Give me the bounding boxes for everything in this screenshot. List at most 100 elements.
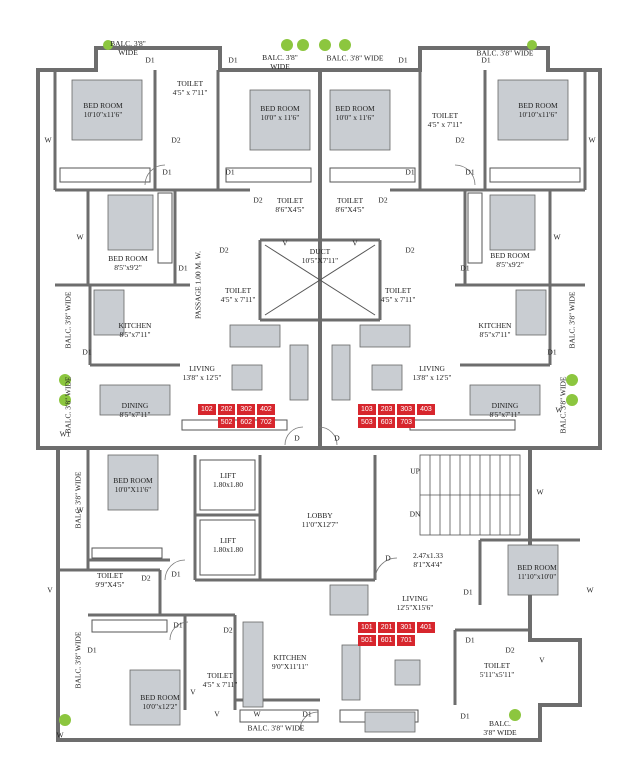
- balcony-name: BALC.: [489, 719, 511, 728]
- door-marker: D1: [145, 55, 155, 65]
- balcony-label: BALC. 3'8" WIDE: [73, 631, 83, 689]
- door-marker: D2: [505, 645, 515, 655]
- door-marker: D1: [87, 645, 97, 655]
- unit-number: 303: [397, 404, 416, 415]
- unit-number: 201: [377, 622, 396, 633]
- unit-number: 402: [257, 404, 275, 415]
- room-dim: 5'11"x5'11": [479, 670, 515, 679]
- inner-walls: [53, 70, 587, 710]
- door-marker: D1: [173, 620, 183, 630]
- balcony-name: BALC. 3'8": [110, 39, 146, 48]
- room-dim: 10'0"x12'2": [142, 702, 178, 711]
- unit-number: 703: [397, 417, 416, 428]
- door-marker: D1: [481, 55, 491, 65]
- window-marker: W: [553, 232, 561, 242]
- window-marker: W: [76, 232, 84, 242]
- door-marker: D1: [547, 347, 557, 357]
- room-name: DINING: [491, 401, 519, 410]
- room-name: BED ROOM: [518, 101, 558, 110]
- unit-number: 503: [358, 417, 376, 428]
- room-name: TOILET: [483, 661, 511, 670]
- room-name: TOILET: [96, 571, 124, 580]
- window-marker: W: [76, 505, 84, 515]
- room-name: BED ROOM: [113, 476, 153, 485]
- room-name: TOILET: [336, 196, 364, 205]
- room-name: DUCT: [309, 247, 331, 256]
- room-dim: 1.80x1.80: [213, 545, 243, 554]
- room-name: TOILET: [176, 79, 204, 88]
- door-marker: D1: [82, 347, 92, 357]
- door-swings: [144, 164, 476, 731]
- unit-spacer: [198, 417, 216, 428]
- room-dim: 1.80x1.80: [213, 480, 243, 489]
- room-dim: 8'5"x7'11": [119, 330, 151, 339]
- balcony-label: BALC. 3'8" WIDE: [63, 291, 73, 349]
- unit-number: 101: [358, 622, 376, 633]
- unit-number: 501: [358, 635, 376, 646]
- room-name: KITCHEN: [118, 321, 152, 330]
- door-marker: D1: [302, 709, 312, 719]
- door-marker: D1: [463, 587, 473, 597]
- window-marker: W: [536, 487, 544, 497]
- window-marker: W: [588, 135, 596, 145]
- stairs-down-label: DN: [409, 509, 421, 519]
- vent-marker: V: [214, 709, 220, 719]
- unit-number: 502: [217, 417, 236, 428]
- outer-walls: [36, 46, 602, 742]
- unit-number: 603: [377, 417, 396, 428]
- door-marker: D1: [465, 167, 475, 177]
- unit-numbers-right: 103 203 303 403 503 603 703: [358, 404, 435, 428]
- door-marker: D1: [460, 263, 470, 273]
- balcony-label: BALC. 3'8" WIDE: [63, 376, 73, 434]
- lift-boxes: [199, 459, 256, 576]
- door-marker: D: [334, 433, 340, 443]
- room-name: TOILET: [276, 196, 304, 205]
- room-name: BED ROOM: [490, 251, 530, 260]
- room-name: DINING: [121, 401, 149, 410]
- room-name: TOILET: [224, 286, 252, 295]
- room-dim: 11'10"x10'0": [517, 572, 557, 581]
- door-marker: D1: [405, 167, 415, 177]
- room-dim: 8'5"x7'11": [479, 330, 511, 339]
- room-dim: 8'5"x9'2": [114, 263, 142, 272]
- balcony-label: BALC. 3'8"WIDE: [110, 39, 146, 57]
- room-dim: 10'0" x 11'6": [335, 113, 375, 122]
- door-marker: D1: [162, 167, 172, 177]
- balcony-label: BALC. 3'8" WIDE: [247, 723, 305, 733]
- room-name: LIVING: [189, 364, 215, 373]
- room-dim: 8'5"x7'11": [489, 410, 521, 419]
- room-name: LIFT: [220, 536, 236, 545]
- balcony-label: BALC. 3'8" WIDE: [567, 291, 577, 349]
- balcony-label: BALC.3'8" WIDE: [483, 719, 516, 737]
- window-marker: W: [555, 405, 563, 415]
- room-name: BED ROOM: [140, 693, 180, 702]
- room-name: LIVING: [419, 364, 445, 373]
- door-marker: D2: [378, 195, 388, 205]
- unit-number: 702: [257, 417, 275, 428]
- room-dim: 10'10"x11'6": [83, 110, 123, 119]
- room-name: BED ROOM: [260, 104, 300, 113]
- balcony-width: WIDE: [270, 62, 290, 71]
- room-dim: 4'5" x 7'11": [220, 295, 256, 304]
- room-name: 2.47x1.33: [413, 551, 443, 560]
- room-dim: 9'0"X11'11": [271, 662, 309, 671]
- vent-marker: V: [539, 655, 545, 665]
- unit-number: 403: [417, 404, 435, 415]
- room-dim: 9'9"X4'5": [95, 580, 125, 589]
